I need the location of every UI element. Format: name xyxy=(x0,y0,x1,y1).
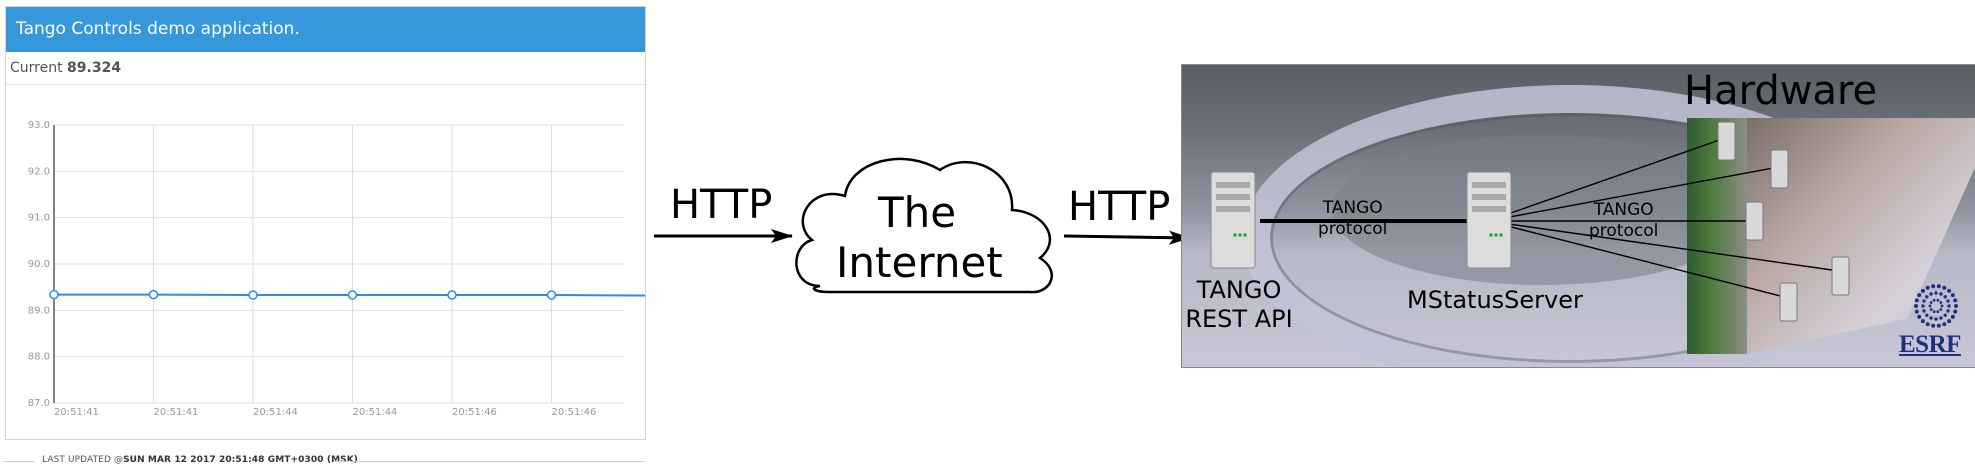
x-tick-label: 20:51:44 xyxy=(353,407,398,418)
http-arrow-right xyxy=(1063,230,1191,245)
y-tick-label: 88.0 xyxy=(28,352,50,363)
line-chart: 93.0 92.0 91.0 90.0 89.0 88.0 87.0 20:51:41 20:5… xyxy=(28,120,645,418)
esrf-wordmark: ESRF xyxy=(1899,331,1961,358)
y-tick-label: 91.0 xyxy=(28,213,50,224)
data-point xyxy=(546,290,557,300)
panel-title: Tango Controls demo application. xyxy=(6,7,645,52)
x-tick-label: 20:51:41 xyxy=(54,407,99,418)
x-tick-label: 20:51:41 xyxy=(154,407,199,418)
current-label: Current xyxy=(10,60,63,76)
y-tick-label: 87.0 xyxy=(28,398,50,409)
tango-protocol-2-line2: protocol xyxy=(1589,221,1659,241)
footer-text: LAST UPDATED @SUN MAR 12 2017 20:51:48 G… xyxy=(42,455,358,465)
data-point xyxy=(248,290,258,300)
rest-api-label: TANGO REST API xyxy=(1185,276,1293,334)
rest-api-label-line2: REST API xyxy=(1185,305,1293,333)
hardware-photo-left xyxy=(1687,118,1747,354)
data-point xyxy=(347,290,358,300)
cloud-label-internet: Internet xyxy=(836,238,1003,287)
tango-protocol-label-2: TANGO protocol xyxy=(1589,200,1658,242)
y-tick-label: 90.0 xyxy=(28,259,50,270)
x-tick-label: 20:51:44 xyxy=(253,407,298,418)
data-point xyxy=(447,290,457,300)
footer-prefix: LAST UPDATED @ xyxy=(42,455,124,465)
last-updated-footer: LAST UPDATED @SUN MAR 12 2017 20:51:48 G… xyxy=(4,453,644,469)
http-label-right: HTTP xyxy=(1068,184,1171,230)
cloud-label-the: The xyxy=(878,188,957,237)
tango-protocol-1-line2: protocol xyxy=(1318,219,1388,239)
demo-app-panel: Tango Controls demo application. Current… xyxy=(5,6,646,440)
y-tick-label: 93.0 xyxy=(28,120,50,131)
tango-protocol-2-line1: TANGO xyxy=(1593,200,1654,220)
y-tick-label: 92.0 xyxy=(28,166,50,177)
y-tick-label: 89.0 xyxy=(28,305,50,316)
current-value: 89.324 xyxy=(67,60,122,76)
tango-protocol-label-1: TANGO protocol xyxy=(1318,198,1387,240)
current-value-row: Current 89.324 xyxy=(6,52,645,85)
rest-api-label-line1: TANGO xyxy=(1196,276,1282,304)
x-tick-label: 20:51:46 xyxy=(452,407,497,418)
http-label-left: HTTP xyxy=(670,182,773,228)
footer-divider-left xyxy=(4,461,34,462)
footer-divider-right xyxy=(334,461,644,462)
mstatus-server-label: MStatusServer xyxy=(1407,286,1583,314)
data-point xyxy=(49,289,59,300)
hardware-photo-right xyxy=(1747,118,1975,354)
data-point xyxy=(148,289,159,300)
footer-timestamp: SUN MAR 12 2017 20:51:48 GMT+0300 (MSK) xyxy=(123,455,359,465)
tango-protocol-1-line1: TANGO xyxy=(1322,198,1383,218)
hardware-label: Hardware xyxy=(1684,68,1878,114)
x-tick-label: 20:51:46 xyxy=(552,407,597,418)
